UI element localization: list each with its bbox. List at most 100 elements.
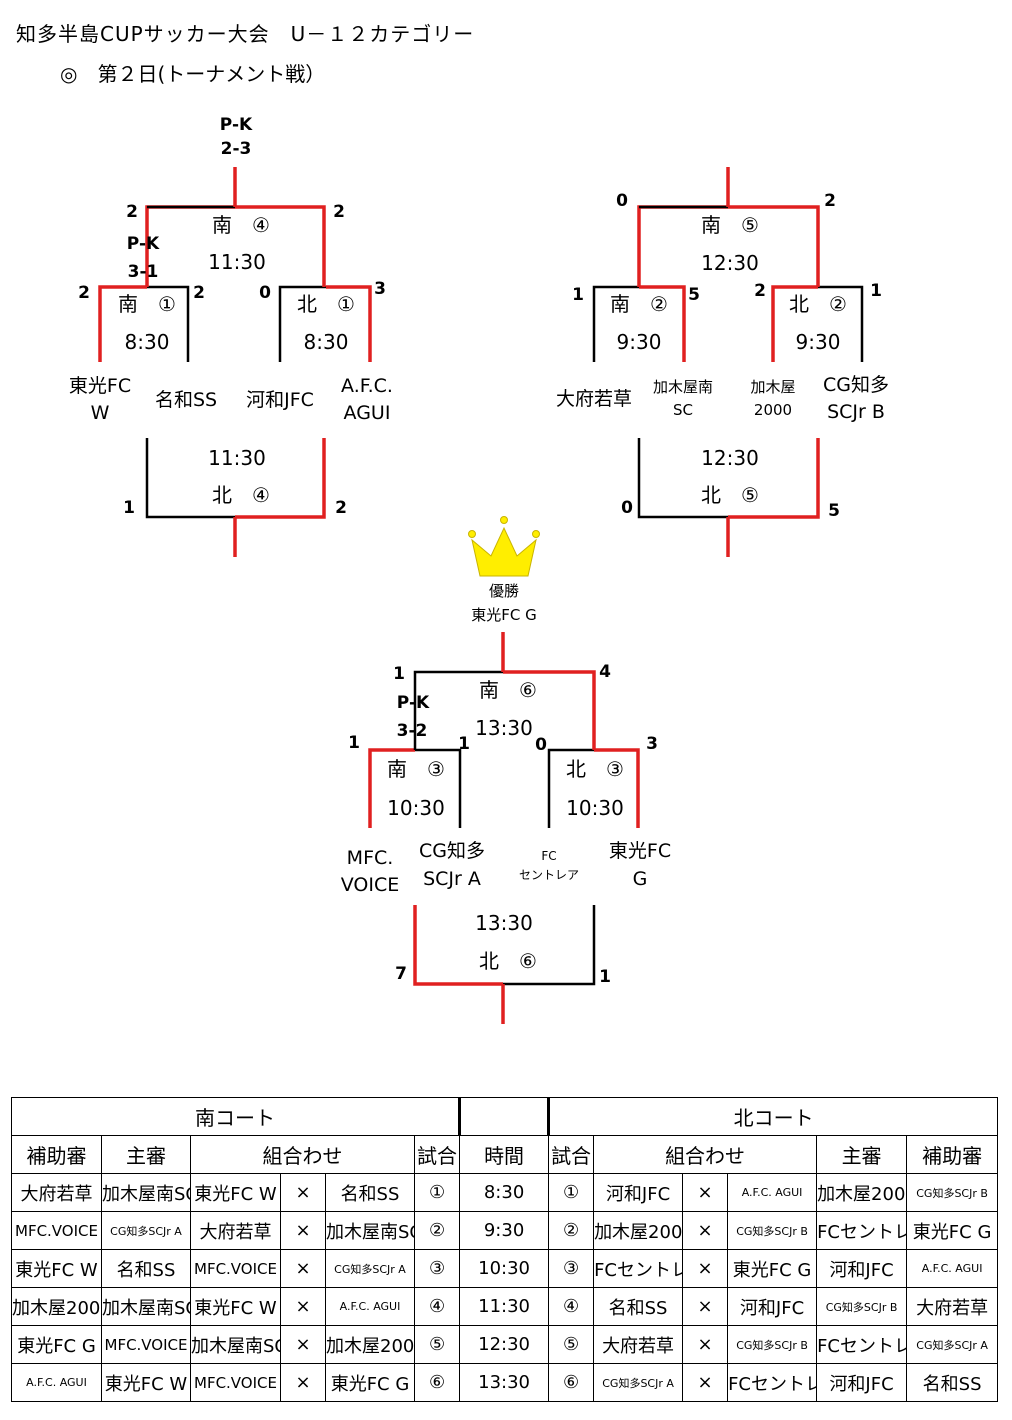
match-time: 12:30: [701, 251, 759, 275]
north-match-number: ⑥: [548, 1363, 595, 1402]
match-time: 13:30: [475, 911, 533, 935]
north-team-a: CG知多SCJr A: [593, 1363, 684, 1402]
north-match-number: ⑤: [548, 1325, 595, 1364]
north-assistant-referee: 名和SS: [906, 1363, 999, 1402]
match-time: 10:30: [387, 796, 445, 820]
north-referee: 河和JFC: [816, 1249, 908, 1288]
south-assistant-referee: 東光FC G: [11, 1325, 102, 1364]
pk-score: 3-1: [128, 262, 159, 282]
match-time: 8:30: [459, 1173, 550, 1212]
south-team-a: 東光FC W: [190, 1287, 281, 1326]
score: 7: [395, 964, 407, 984]
score: 3: [374, 279, 386, 299]
match-time: 9:30: [617, 330, 662, 354]
score: 1: [599, 967, 611, 987]
north-team-b: CG知多SCJr B: [727, 1325, 818, 1364]
page-title: 知多半島CUPサッカー大会 U－１２カテゴリー: [16, 22, 475, 46]
score: 2: [193, 283, 205, 303]
south-referee: CG知多SCJr A: [101, 1211, 191, 1250]
pk-score: 3-2: [397, 721, 428, 741]
north-assistant-referee: CG知多SCJr A: [906, 1325, 999, 1364]
south-match-number: ③: [413, 1249, 461, 1288]
team-name: CG知多: [823, 374, 889, 396]
south-assistant-referee: 東光FC W: [11, 1249, 102, 1288]
team-name: 2000: [754, 401, 792, 419]
match-time: 12:30: [701, 446, 759, 470]
vs-mark: ×: [682, 1287, 729, 1326]
center-bracket-lines: [368, 632, 640, 1024]
vs-mark: ×: [280, 1249, 326, 1288]
match-label: 南 ⑤: [701, 213, 759, 237]
score: 5: [688, 285, 700, 305]
north-match-number: ②: [548, 1211, 595, 1250]
north-assistant-referee: A.F.C. AGUI: [906, 1249, 999, 1288]
vs-mark: ×: [280, 1363, 326, 1402]
vs-mark: ×: [280, 1287, 326, 1326]
south-team-b: 名和SS: [325, 1173, 415, 1212]
match-time: 8:30: [125, 330, 170, 354]
north-assistant-referee: CG知多SCJr B: [906, 1173, 999, 1212]
north-team-b: CG知多SCJr B: [727, 1211, 818, 1250]
north-team-b: 河和JFC: [727, 1287, 818, 1326]
right-bracket-lines: [592, 167, 864, 557]
vs-mark: ×: [280, 1173, 326, 1212]
score: 5: [828, 501, 840, 521]
south-team-a: MFC.VOICE: [190, 1363, 281, 1402]
match-label: 北 ④: [212, 483, 270, 507]
column-header: 試合: [413, 1135, 461, 1174]
score: 1: [393, 664, 405, 684]
vs-mark: ×: [682, 1211, 729, 1250]
south-referee: 名和SS: [101, 1249, 191, 1288]
match-label: 北 ⑤: [701, 483, 759, 507]
team-name: 名和SS: [155, 389, 217, 411]
match-label: 南 ①: [118, 292, 176, 316]
match-time: 12:30: [459, 1325, 550, 1364]
team-name: MFC.: [347, 847, 394, 869]
north-match-number: ①: [548, 1173, 595, 1212]
team-name: 東光FC: [609, 840, 671, 862]
column-header: 時間: [459, 1135, 550, 1174]
team-name: 東光FC: [69, 375, 131, 397]
page-subtitle: ◎ 第２日(トーナメント戦）: [60, 62, 326, 86]
vs-mark: ×: [682, 1325, 729, 1364]
south-match-number: ①: [413, 1173, 461, 1212]
match-label: 南 ③: [387, 757, 445, 781]
pk-label: P-K: [397, 693, 430, 713]
team-name: A.F.C.: [341, 375, 393, 397]
column-header: 補助審: [906, 1135, 999, 1174]
match-label: 南 ④: [212, 213, 270, 237]
south-team-b: 東光FC G: [325, 1363, 415, 1402]
score: 1: [458, 734, 470, 754]
table-row: 東光FC GMFC.VOICE加木屋南SC×加木屋2000⑤12:30⑤大府若草…: [11, 1325, 999, 1364]
south-match-number: ②: [413, 1211, 461, 1250]
team-name: SCJr B: [827, 401, 885, 423]
vs-mark: ×: [682, 1173, 729, 1212]
south-team-b: CG知多SCJr A: [325, 1249, 415, 1288]
match-time: 10:30: [459, 1249, 550, 1288]
score: 3: [646, 734, 658, 754]
north-match-number: ③: [548, 1249, 595, 1288]
winner-title: 優勝: [489, 582, 519, 600]
header-spacer: [458, 1097, 551, 1136]
south-team-a: 東光FC W: [190, 1173, 281, 1212]
pk-score: 2-3: [221, 139, 252, 159]
column-header: 主審: [816, 1135, 908, 1174]
match-time: 10:30: [566, 796, 624, 820]
north-court-header: 北コート: [548, 1097, 999, 1136]
south-match-number: ⑥: [413, 1363, 461, 1402]
score: 2: [333, 202, 345, 222]
team-name: 加木屋南: [653, 378, 713, 396]
column-header: 組合わせ: [593, 1135, 818, 1174]
team-name: 河和JFC: [246, 389, 314, 411]
score: 2: [754, 281, 766, 301]
south-referee: 東光FC W: [101, 1363, 191, 1402]
left-bracket-lines: [98, 167, 372, 557]
south-match-number: ⑤: [413, 1325, 461, 1364]
match-time: 11:30: [208, 250, 266, 274]
